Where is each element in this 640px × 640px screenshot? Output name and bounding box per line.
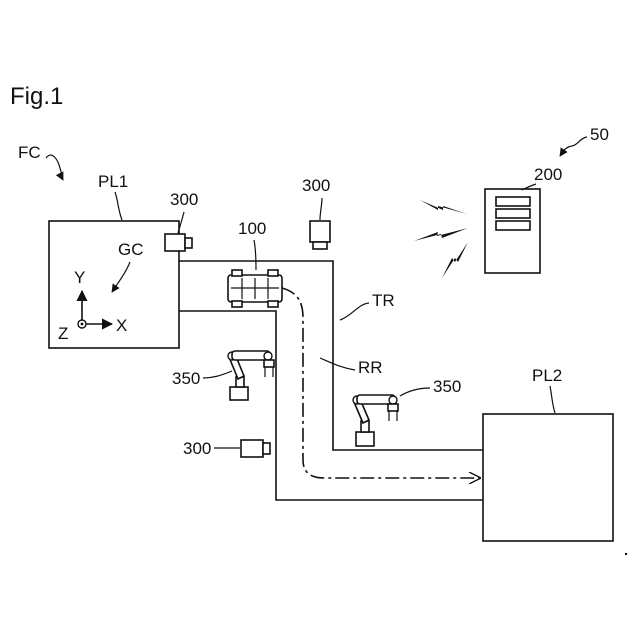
transport-path-leader	[340, 303, 369, 320]
camera-top-icon	[310, 221, 330, 249]
figure-title: Fig.1	[10, 83, 63, 110]
route-leader	[320, 358, 355, 370]
place1-box	[49, 221, 179, 348]
server-icon	[485, 189, 540, 273]
place2-box	[483, 414, 613, 541]
scan-dot	[625, 553, 627, 555]
camera-left-label: 300	[183, 439, 211, 458]
server-label: 200	[534, 165, 562, 184]
factory-leader	[46, 155, 63, 180]
camera-pl1-label: 300	[170, 190, 198, 209]
wireless-signal-icon	[414, 200, 468, 278]
vehicle-label: 100	[238, 219, 266, 238]
axis-z-label: Z	[58, 324, 68, 343]
place2-leader	[550, 386, 555, 413]
camera-top-label: 300	[302, 176, 330, 195]
camera-left-icon	[241, 440, 270, 457]
vehicle-leader	[254, 240, 256, 270]
camera-top-leader	[320, 198, 322, 220]
robot-left-label: 350	[172, 369, 200, 388]
system-label: 50	[590, 125, 609, 144]
vehicle-icon	[228, 270, 282, 307]
route-label: RR	[358, 358, 383, 377]
robot-left-icon	[228, 351, 274, 400]
system-leader	[560, 137, 587, 156]
place2-label: PL2	[532, 366, 562, 385]
axis-y-label: Y	[74, 268, 85, 287]
robot-right-label: 350	[433, 377, 461, 396]
factory-label: FC	[18, 143, 41, 162]
axis-x-label: X	[116, 316, 127, 335]
robot-left-leader	[203, 371, 232, 378]
camera-pl1-icon	[165, 234, 192, 251]
coord-system-label: GC	[118, 240, 144, 259]
robot-right-icon	[353, 395, 398, 446]
robot-right-leader	[400, 388, 430, 396]
transport-path-label: TR	[372, 291, 395, 310]
place1-leader	[115, 192, 122, 220]
place1-label: PL1	[98, 172, 128, 191]
